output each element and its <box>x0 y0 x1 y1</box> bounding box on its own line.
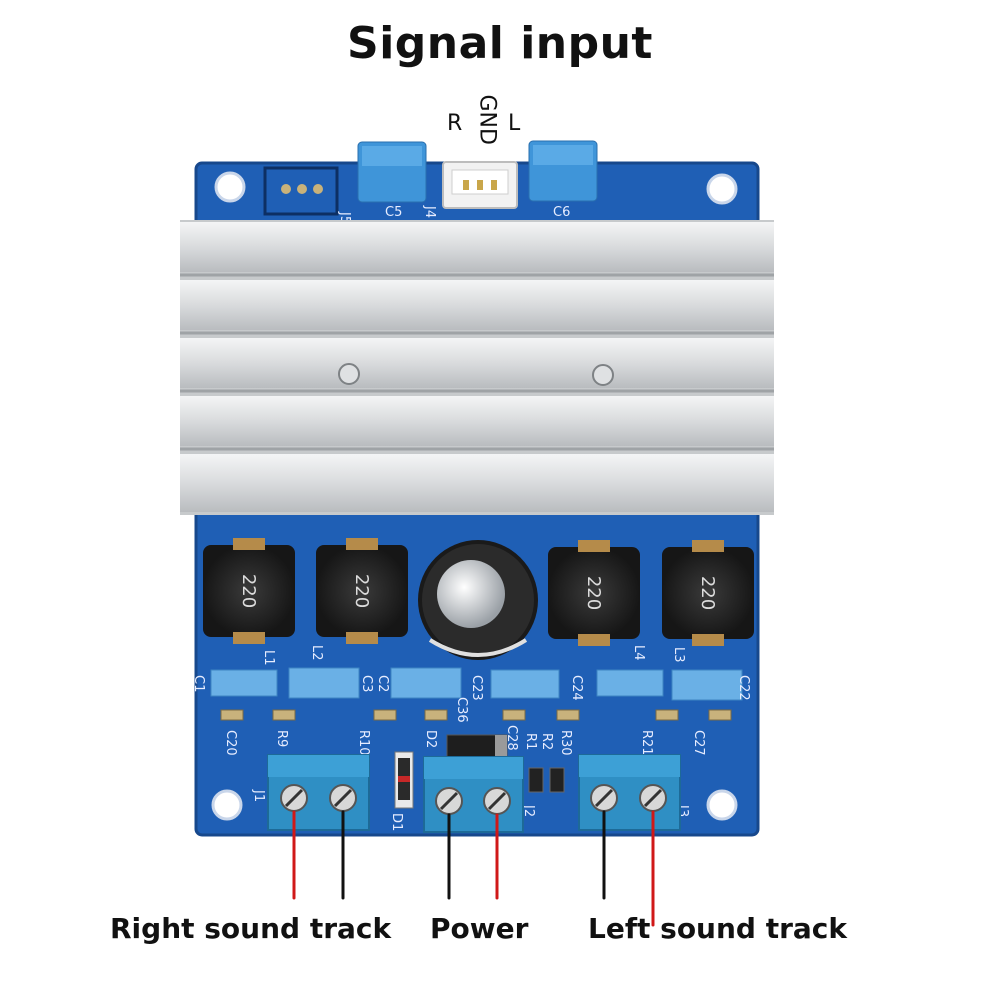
svg-text:R10: R10 <box>356 730 371 756</box>
svg-text:C1: C1 <box>191 675 206 692</box>
svg-text:J1: J1 <box>251 789 266 802</box>
capacitor-c6 <box>528 140 598 202</box>
electrolytic-capacitor <box>418 540 538 660</box>
svg-text:R2: R2 <box>539 733 554 750</box>
svg-text:C23: C23 <box>469 675 484 701</box>
svg-text:D1: D1 <box>389 813 404 831</box>
terminal-j1 <box>267 754 370 831</box>
right-pin-label: R <box>447 111 463 136</box>
terminal-j3 <box>578 754 681 831</box>
svg-text:C2: C2 <box>375 675 390 692</box>
terminal-j2 <box>423 756 524 833</box>
svg-text:C6: C6 <box>553 205 570 220</box>
inductor-value-l4: 220 <box>583 576 604 610</box>
svg-text:L2: L2 <box>309 645 324 661</box>
left-pin-label: L <box>508 111 521 136</box>
inductor-l2: 220 <box>316 538 408 644</box>
left-sound-track-label: Left sound track <box>588 912 848 945</box>
mounting-holes <box>211 171 738 821</box>
signal-input-connector <box>442 161 518 209</box>
svg-text:C3: C3 <box>359 675 374 692</box>
inductor-l4: 220 <box>548 540 640 646</box>
silkscreen-bottom: L1 L2 L4 L3 C1 C3 C2 C23 C24 C22 C20 R9 … <box>191 645 751 831</box>
svg-text:C20: C20 <box>223 730 238 756</box>
svg-text:J4: J4 <box>422 205 437 218</box>
svg-text:L4: L4 <box>631 645 646 661</box>
svg-text:C28: C28 <box>504 725 519 751</box>
page-title: Signal input <box>347 18 653 69</box>
inductor-value-l2: 220 <box>351 574 372 608</box>
heatsink-screw-left <box>338 363 360 385</box>
heatsink-screw-right <box>592 364 614 386</box>
heatsink <box>180 220 774 515</box>
capacitor-c5 <box>357 141 427 203</box>
svg-text:C24: C24 <box>569 675 584 701</box>
svg-text:C27: C27 <box>691 730 706 756</box>
svg-text:R1: R1 <box>523 733 538 750</box>
svg-text:R21: R21 <box>639 730 654 756</box>
film-capacitor-row <box>210 667 743 701</box>
j5-header <box>263 166 339 216</box>
power-label: Power <box>430 912 529 945</box>
wires <box>292 810 655 927</box>
svg-text:C36: C36 <box>454 697 469 723</box>
smd-components <box>220 709 732 721</box>
svg-text:L3: L3 <box>671 647 686 663</box>
svg-text:R9: R9 <box>274 730 289 747</box>
svg-text:D2: D2 <box>423 730 438 748</box>
inductor-l3: 220 <box>662 540 754 646</box>
inductor-l1: 220 <box>203 538 295 644</box>
svg-text:L1: L1 <box>261 650 276 666</box>
svg-text:C5: C5 <box>385 205 402 220</box>
inductor-value-l1: 220 <box>238 574 259 608</box>
right-sound-track-label: Right sound track <box>110 912 392 945</box>
inductor-value-l3: 220 <box>697 576 718 610</box>
svg-text:J2: J2 <box>521 804 536 817</box>
svg-text:C22: C22 <box>736 675 751 701</box>
svg-text:R30: R30 <box>558 730 573 756</box>
